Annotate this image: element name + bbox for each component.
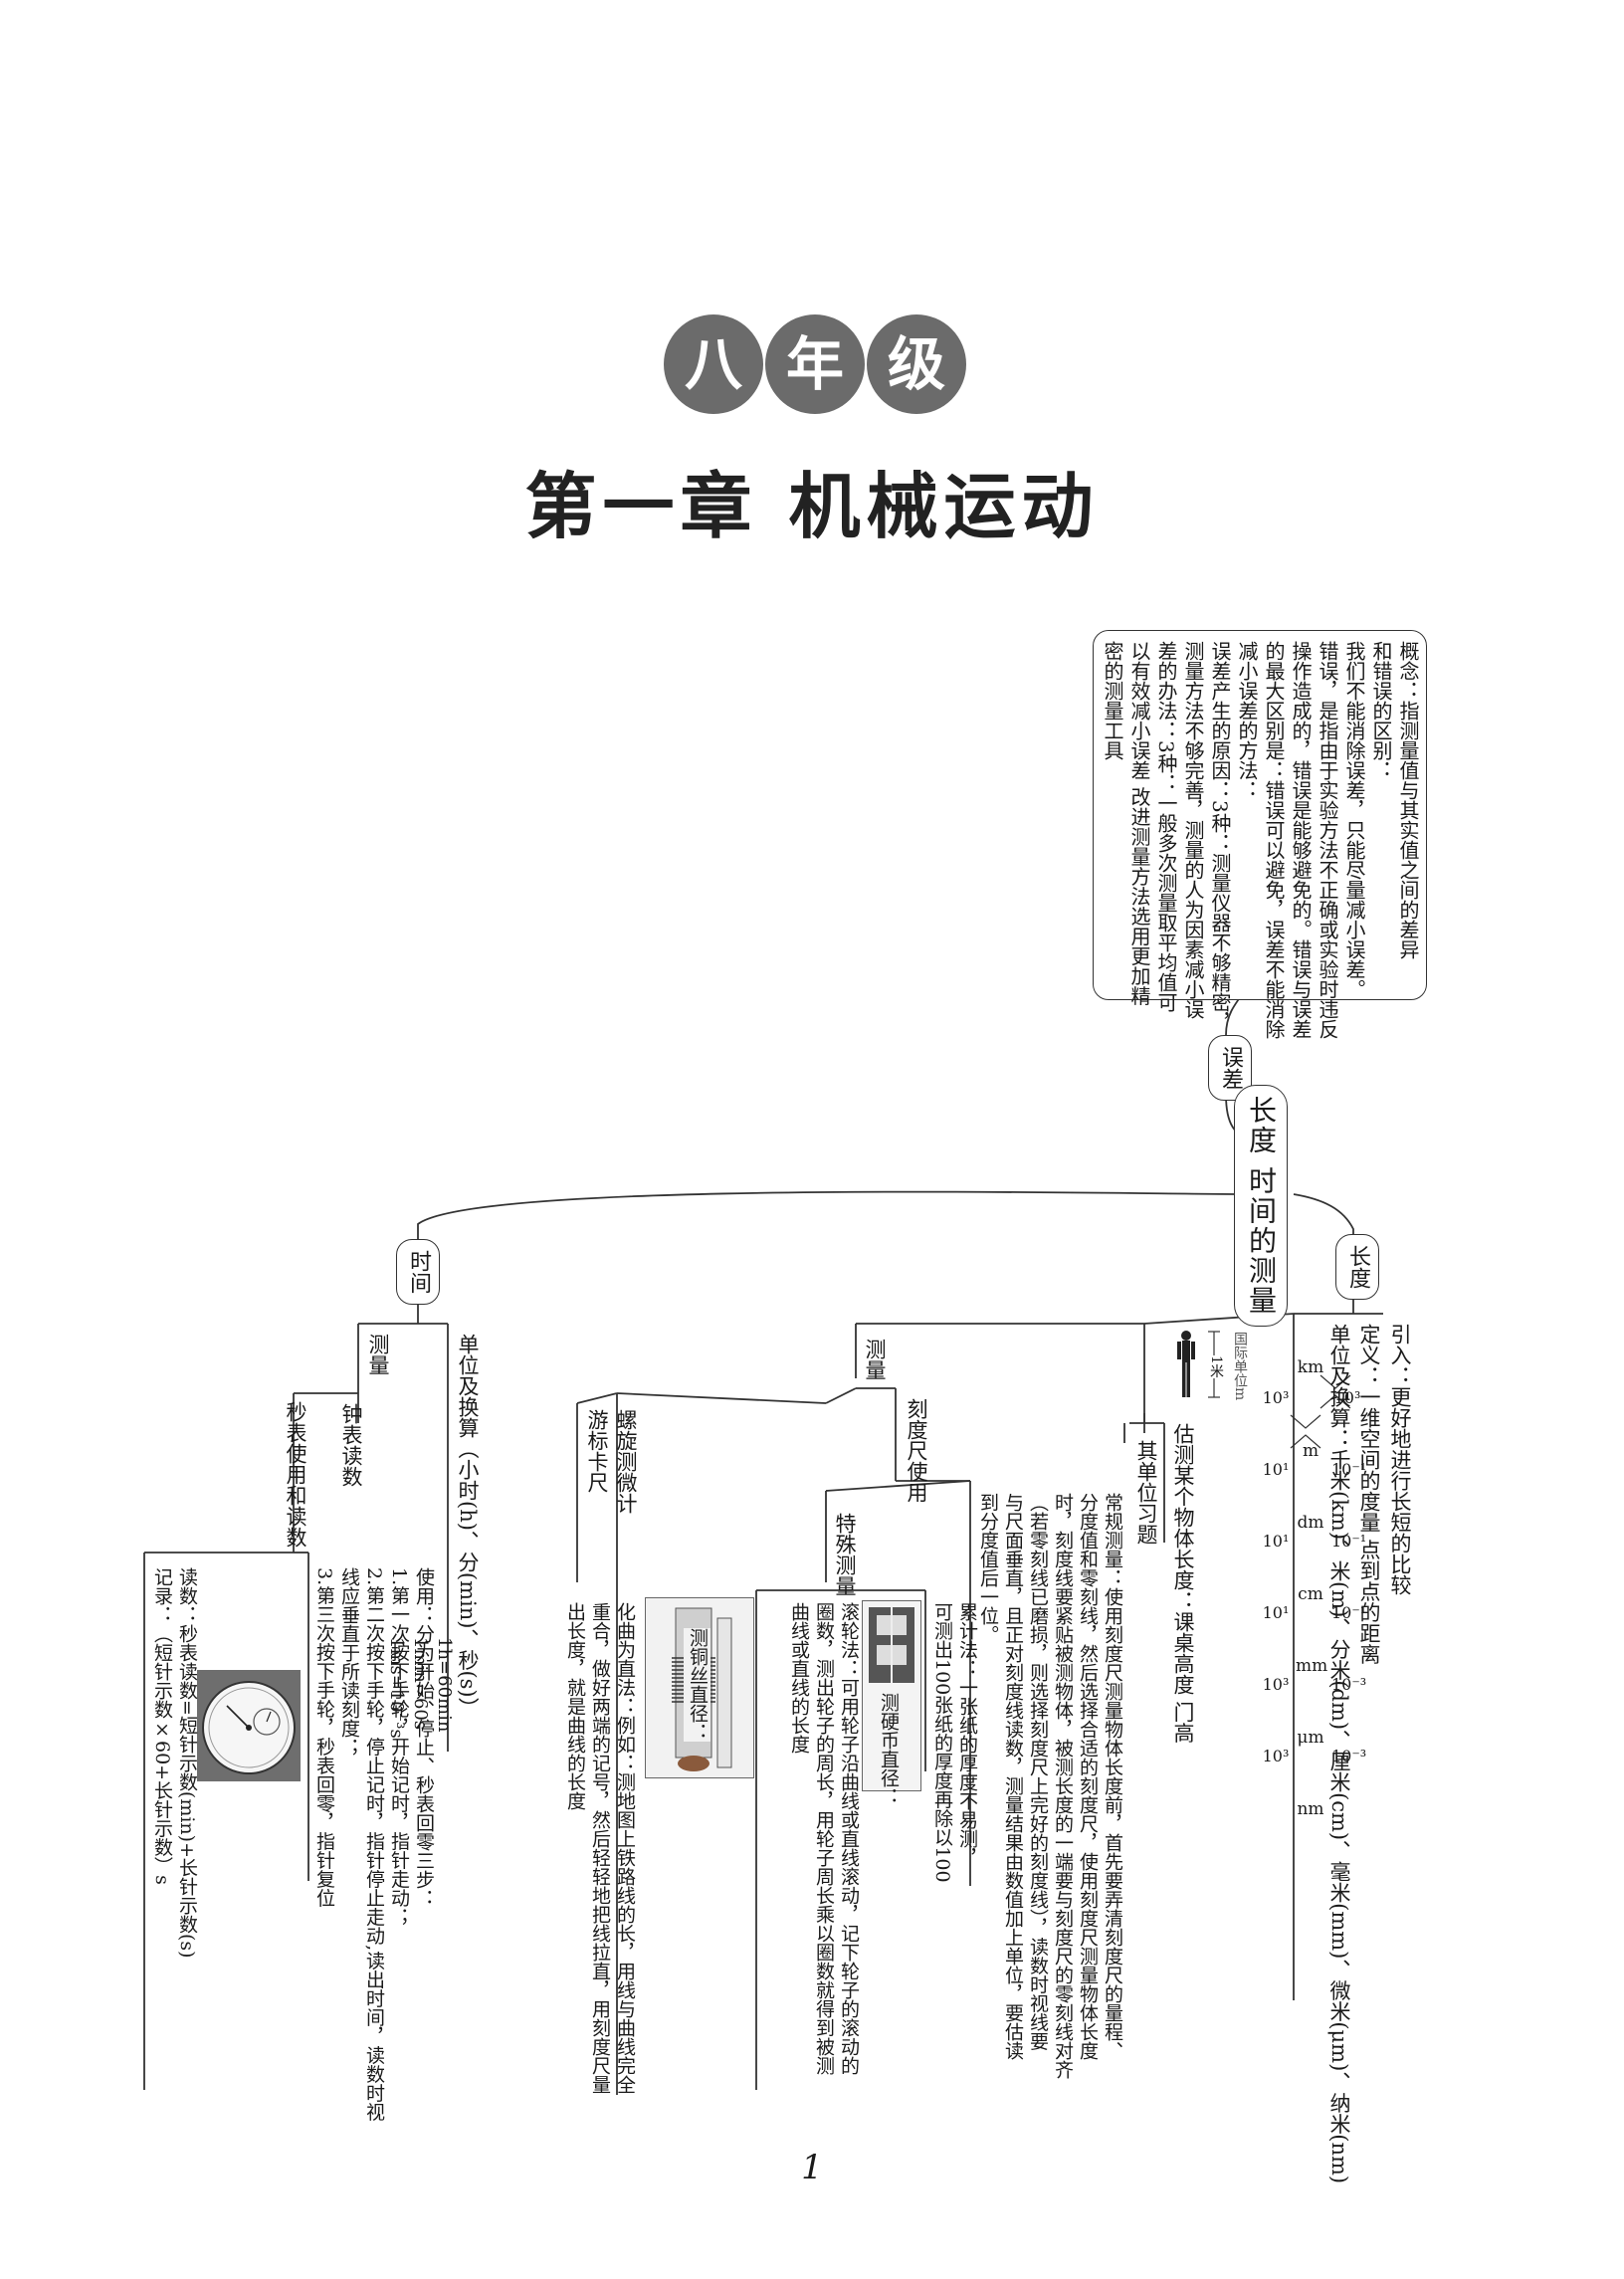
time-node: 时间 <box>396 1239 440 1305</box>
error-line: 的最大区别是：错误可以避免，误差不能消除 <box>1262 641 1286 1039</box>
curve-method: 化曲为直法：例如：测地图上铁路线的长，用线与曲线完全 重合，做好两端的记号，然后… <box>562 1602 637 2094</box>
factor-up: 10⁻¹ <box>1331 1460 1367 1479</box>
length-units: 单位及换算：千米(km)、米(m)、分米(dm)、厘米(cm)、毫米(mm)、微… <box>1327 1324 1351 2184</box>
special-measure-label: 特殊测量 <box>833 1513 857 1596</box>
error-line: 和错误的区别： <box>1369 641 1393 780</box>
factor-down: 10¹ <box>1262 1603 1290 1622</box>
regular-line: 常规测量：使用刻度尺测量物体长度前，首先要弄清刻度尺的量程、 <box>1102 1493 1123 2060</box>
si-unit-label: 国际单位m <box>1232 1332 1248 1401</box>
cumulative-line: 累计法：一张纸的厚度不易测， <box>956 1602 978 1867</box>
wire-figure: 测铜丝直径： <box>645 1597 754 1778</box>
stopwatch-usage: 使用：分为开始、停止、秒表回零三步： 1.第一次按下手轮，开始记时，指针走动； … <box>311 1567 436 2121</box>
unit-mm: mm <box>1296 1656 1328 1676</box>
factor-up: 10⁻¹ <box>1331 1603 1367 1622</box>
error-line: 密的测量工具 <box>1101 641 1124 760</box>
center-node: 长度 时间的测量 <box>1234 1085 1288 1327</box>
unit-m: m <box>1302 1441 1320 1461</box>
wire-label: 测铜丝直径： <box>684 1628 710 1742</box>
usage-line: 2.第二次按下手轮，停止记时，指针停止走动,读出时间，读数时视 <box>363 1567 385 2122</box>
conversion-line: 1ms=10⁻³s <box>386 1637 407 1739</box>
wheel-line: 圈数，测出轮子的周长，用轮子周长乘以圈数就得到被测 <box>813 1602 835 2075</box>
measure-label: 测量 <box>863 1339 887 1380</box>
coin-figure: 测硬币直径： <box>862 1600 921 1806</box>
unit-factors-up: 10³ 10⁻¹ 10⁻¹ 10⁻¹ 10⁻³ 10⁻³ <box>1331 1388 1367 1766</box>
curve-line: 化曲为直法：例如：测地图上铁路线的长，用线与曲线完全 <box>614 1602 636 2094</box>
unit-exercise-label: 其单位习题 <box>1134 1440 1158 1545</box>
error-line: 测量方法不够完善，测量的人为因素减小误 <box>1181 641 1205 1019</box>
error-line: 误差产生的原因：3种：测量仪器不够精密， <box>1208 641 1232 1032</box>
stopwatch-icon <box>197 1670 301 1781</box>
stopwatch-reading: 读数：秒表读数=短针示数(min)+长针示数(s) 记录：（短针示数×60+长针… <box>149 1567 199 1959</box>
coin-label: 测硬币直径： <box>878 1693 900 1806</box>
conversion-line: 1min=60s <box>410 1637 431 1731</box>
unit-dm: dm <box>1297 1513 1324 1533</box>
wheel-method: 滚轮法：可用轮子沿曲线或直线滚动，记下轮子的滚动的 圈数，测出轮子的周长，用轮子… <box>786 1602 861 2075</box>
error-line: 差的办法：3种：一般多次测量取平均值可 <box>1154 641 1178 1012</box>
error-line: 以有效减小误差 改进测量方法选用更加精 <box>1127 641 1151 1006</box>
regular-line: 与尺面垂直，且正对刻度线读数，测量结果由数值加上单位，要估读 <box>1002 1493 1024 2060</box>
usage-line: 线应垂直于所读刻度； <box>338 1567 360 1757</box>
regular-line: 分度值和零刻线，然后选择合适的刻度尺，使用刻度尺测量物体长度 <box>1077 1493 1099 2060</box>
usage-line: 1.第一次按下手轮，开始记时，指针走动； <box>388 1567 410 1927</box>
unit-cm: cm <box>1298 1584 1323 1604</box>
error-line: 错误，是指由于实验方法不正确或实验时违反 <box>1316 641 1339 1039</box>
wheel-line: 滚轮法：可用轮子沿曲线或直线滚动，记下轮子的滚动的 <box>838 1602 860 2075</box>
ruler-usage-label: 刻度尺使用 <box>905 1398 928 1503</box>
unit-nm: nm <box>1297 1799 1324 1819</box>
curve-line: 重合，做好两端的记号，然后轻轻地把线拉直，用刻度尺量 <box>589 1602 611 2094</box>
error-line: 我们不能消除误差，只能尽量减小误差。 <box>1342 641 1366 999</box>
unit-km: km <box>1297 1357 1324 1377</box>
grade-badge-2: 年 <box>765 314 865 414</box>
error-notes-box: 概念：指测量值与其实值之间的差异 和错误的区别： 我们不能消除误差，只能尽量减小… <box>1093 630 1427 1039</box>
length-node: 长度 <box>1335 1234 1379 1300</box>
estimate-text: 估测某个物体长度：课桌高度 门高 <box>1171 1423 1195 1744</box>
curve-line: 出长度，就是曲线的长度 <box>564 1602 586 1810</box>
time-conversions: 1h=60min 1min=60s 1ms=10⁻³s <box>384 1637 456 1739</box>
unit-factors-down: 10³ 10¹ 10¹ 10¹ 10³ 10³ <box>1260 1388 1292 1766</box>
reading-line: 读数：秒表读数=短针示数(min)+长针示数(s) <box>176 1567 198 1959</box>
unit-chain: km m dm cm mm μm nm <box>1296 1353 1328 1819</box>
reading-line: 记录：（短针示数×60+长针示数）s <box>151 1567 173 1885</box>
unit-um: μm <box>1297 1728 1324 1748</box>
regular-line: 到分度值后一位。 <box>977 1493 999 1644</box>
length-intro: 引入：更好地进行长短的比较 <box>1388 1324 1412 1595</box>
regular-line: （若零刻线已磨损，则选择刻度尺上完好的刻度线），读数时视线要 <box>1027 1493 1049 2051</box>
chapter-title: 第一章 机械运动 <box>524 465 1100 548</box>
factor-down: 10³ <box>1262 1747 1290 1765</box>
regular-line: 时，刻度线要紧贴被测物体，被测长度的一端要与刻度尺的零刻线对齐 <box>1052 1493 1074 2079</box>
clock-reading-label: 钟表读数 <box>339 1403 363 1487</box>
factor-down: 10³ <box>1262 1388 1290 1407</box>
usage-line: 使用：分为开始、停止、秒表回零三步： <box>413 1567 435 1908</box>
coin-ruler-icon <box>869 1607 914 1683</box>
length-definition: 定义：一维空间的度量 点到点的距离 <box>1357 1324 1381 1665</box>
grade-badge-3: 级 <box>867 314 966 414</box>
factor-up: 10⁻³ <box>1331 1747 1367 1765</box>
factor-down: 10³ <box>1262 1675 1290 1694</box>
usage-line: 3.第三次按下手轮，秒表回零，指针复位 <box>313 1567 335 1908</box>
factor-down: 10¹ <box>1262 1460 1290 1479</box>
wheel-line: 曲线或直线的长度 <box>788 1602 810 1754</box>
page-number: 1 <box>801 2148 823 2187</box>
person-meter-icon <box>1174 1328 1220 1401</box>
error-line: 概念：指测量值与其实值之间的差异 <box>1396 641 1420 959</box>
factor-up: 10³ <box>1333 1388 1361 1407</box>
error-line: 减小误差的方法： <box>1235 641 1259 800</box>
factor-up: 10⁻¹ <box>1331 1532 1367 1551</box>
factor-up: 10⁻³ <box>1331 1675 1367 1694</box>
grade-badge-1: 八 <box>664 314 763 414</box>
meter-label: 1米 <box>1208 1355 1224 1378</box>
micrometer-label: 螺旋测微计 <box>614 1409 638 1514</box>
cumulative-method: 累计法：一张纸的厚度不易测， 可测出100张纸的厚度再除以100 <box>929 1602 979 1883</box>
stopwatch-usage-label: 秒表使用和读数 <box>284 1401 307 1548</box>
conversion-line: 1h=60min <box>434 1637 455 1733</box>
regular-measurement: 常规测量：使用刻度尺测量物体长度前，首先要弄清刻度尺的量程、 分度值和零刻线，然… <box>975 1493 1124 2079</box>
factor-down: 10¹ <box>1262 1532 1290 1551</box>
cumulative-line: 可测出100张纸的厚度再除以100 <box>931 1602 953 1883</box>
time-measure-label: 测量 <box>366 1334 390 1375</box>
time-units: 单位及换算（小时(h)、分(min)、秒(s)） <box>456 1334 480 1719</box>
vernier-caliper-label: 游标卡尺 <box>585 1409 609 1493</box>
error-line: 操作造成的，错误是能够避免的。错误与误差 <box>1289 641 1313 1039</box>
